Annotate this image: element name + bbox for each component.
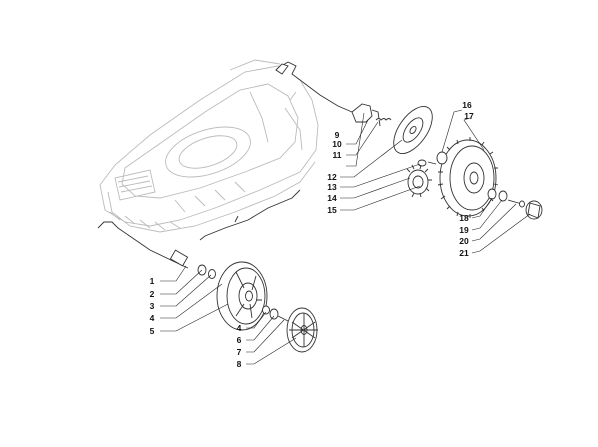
rear-screw-20 (507, 199, 525, 208)
height-adjust-lever (275, 61, 381, 127)
mower-deck (99, 59, 319, 233)
callout-8: 8 (237, 359, 242, 369)
long-rod (199, 189, 301, 241)
callouts: 1 2 3 4 5 4 6 7 8 9 10 11 12 13 14 15 16… (150, 100, 474, 369)
rear-spacer-16 (436, 151, 448, 165)
callout-16: 16 (462, 100, 472, 110)
front-washer-6 (269, 308, 279, 320)
callout-11: 11 (333, 150, 342, 160)
front-washer-4 (262, 305, 270, 315)
callout-17: 17 (464, 111, 474, 121)
callout-12: 12 (327, 172, 337, 182)
callout-6: 6 (237, 335, 242, 345)
front-hub-cap (286, 307, 318, 353)
rear-washer-18 (487, 188, 497, 200)
front-axle-rod (97, 221, 189, 269)
callout-5: 5 (150, 326, 155, 336)
front-washer-3 (208, 269, 216, 279)
spring-part (375, 118, 392, 121)
callout-14: 14 (327, 193, 337, 203)
callout-21: 21 (459, 248, 469, 258)
callout-4b: 4 (237, 323, 242, 333)
rear-wheel-cap-21 (525, 200, 543, 220)
callout-4: 4 (150, 313, 155, 323)
callout-7: 7 (237, 347, 242, 357)
leader-lines (160, 109, 531, 365)
callout-20: 20 (459, 236, 469, 246)
front-wheel (216, 261, 268, 331)
callout-13: 13 (327, 182, 337, 192)
callout-9: 9 (335, 130, 340, 140)
rear-wheel (437, 137, 499, 218)
callout-1: 1 (150, 276, 155, 286)
screw-13 (427, 161, 437, 165)
callout-10: 10 (332, 139, 342, 149)
rear-hub-cap (393, 106, 433, 154)
callout-15: 15 (327, 205, 337, 215)
callout-3: 3 (150, 301, 155, 311)
rear-gear (406, 164, 432, 198)
rear-washer-19 (498, 190, 508, 202)
callout-19: 19 (459, 225, 469, 235)
washer-13 (417, 159, 427, 167)
callout-2: 2 (150, 289, 155, 299)
callout-18: 18 (459, 213, 469, 223)
